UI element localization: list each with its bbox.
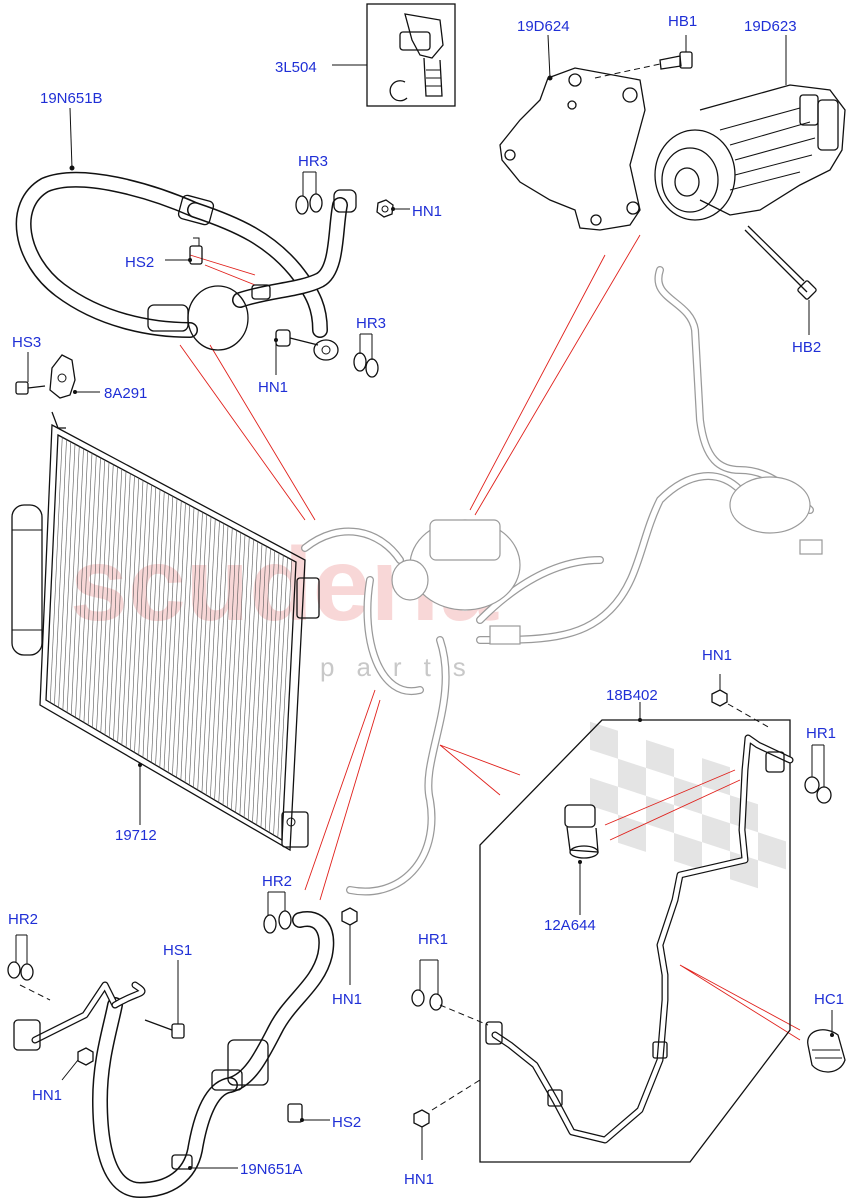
part-19712-condenser	[11, 411, 320, 852]
label-HS2-top: HS2	[125, 254, 154, 271]
label-HN1-left: HN1	[32, 1087, 62, 1104]
label-HB2: HB2	[792, 339, 821, 356]
label-HS2-bottom: HS2	[332, 1114, 361, 1131]
part-HN1-bottom-nut	[413, 1079, 481, 1160]
checkered-flag-icon	[590, 721, 786, 889]
part-19D624-bracket	[499, 34, 661, 231]
label-19712: 19712	[115, 827, 157, 844]
watermark-sub: parts	[320, 652, 488, 682]
part-18B402-pipe-assembly	[479, 702, 794, 1163]
label-HN1-right: HN1	[702, 647, 732, 664]
part-HS2-top-sensor	[165, 237, 203, 265]
part-HR2-left-orings	[7, 934, 51, 1001]
label-12A644: 12A644	[544, 917, 596, 934]
label-HR3-mid: HR3	[356, 315, 386, 332]
label-HR2-left: HR2	[8, 911, 38, 928]
label-HS1: HS1	[163, 942, 192, 959]
label-HR2-mid: HR2	[262, 873, 292, 890]
part-HR1-right-orings	[804, 744, 832, 804]
label-HB1: HB1	[668, 13, 697, 30]
part-12A644-switch	[564, 804, 599, 915]
part-HR3-mid-orings	[353, 333, 379, 378]
part-HN1-right-nut	[711, 674, 771, 729]
part-HN1-mid-fitting	[274, 329, 339, 375]
reference-leaders	[179, 234, 801, 1041]
part-HN1-mid2-nut	[341, 907, 358, 985]
label-HS3: HS3	[12, 334, 41, 351]
part-19N651B-hose	[15, 107, 357, 351]
part-labels: 3L504 19D624 HB1 19D623 19N651B HR3 HN1 …	[8, 13, 844, 1188]
assembly-overview-ghost	[301, 266, 823, 896]
label-19N651A: 19N651A	[240, 1161, 303, 1178]
part-HR1-bottom-orings	[411, 959, 489, 1026]
part-HC1-clamp	[807, 1010, 846, 1073]
label-HR1-right: HR1	[806, 725, 836, 742]
label-19D624: 19D624	[517, 18, 570, 35]
part-HS1-bolt	[144, 960, 185, 1039]
label-HR1-bottom: HR1	[418, 931, 448, 948]
label-19D623: 19D623	[744, 18, 797, 35]
part-19D623-compressor	[654, 35, 846, 335]
part-HR3-top-orings	[295, 171, 323, 215]
part-HN1-top-nut	[376, 199, 410, 218]
label-HN1-mid: HN1	[258, 379, 288, 396]
part-HB1-bolt	[659, 35, 693, 70]
label-8A291: 8A291	[104, 385, 147, 402]
label-19N651B: 19N651B	[40, 90, 103, 107]
part-HN1-left-nut	[61, 1047, 94, 1081]
part-HS2-bottom-sensor	[287, 1103, 330, 1123]
label-HC1: HC1	[814, 991, 844, 1008]
part-3L504-sensor	[332, 3, 456, 107]
label-HN1-top: HN1	[412, 203, 442, 220]
part-8A291-bracket	[49, 354, 100, 399]
label-3L504: 3L504	[275, 59, 317, 76]
label-HN1-bottom: HN1	[404, 1171, 434, 1188]
label-HN1-mid2: HN1	[332, 991, 362, 1008]
part-HR2-mid-orings	[263, 891, 292, 934]
part-HS3-bolt	[15, 352, 46, 395]
label-HR3-top: HR3	[298, 153, 328, 170]
condenser-fins	[49, 437, 293, 838]
label-18B402: 18B402	[606, 687, 658, 704]
part-19N651A-hose	[13, 911, 335, 1198]
